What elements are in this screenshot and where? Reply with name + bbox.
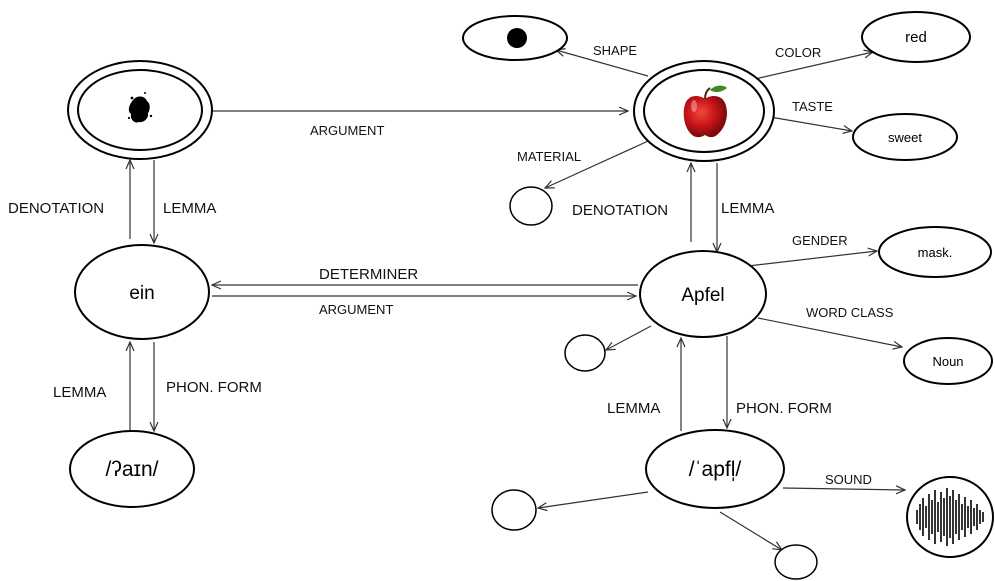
ink-blob-icon [127, 92, 153, 123]
waveform-icon [916, 488, 984, 546]
sweet-node: sweet [852, 113, 958, 161]
ein-node: ein [74, 244, 210, 340]
edge-phon-circle-left [538, 491, 649, 508]
edge-material [545, 136, 658, 188]
label-phon-form-right: PHON. FORM [736, 400, 832, 417]
ein-phon-node-label: /ʔaɪn/ [105, 458, 158, 481]
edge-phon-circle-bottom [719, 511, 782, 550]
label-argument-mid: ARGUMENT [319, 302, 393, 317]
label-lemma-left-top: LEMMA [163, 200, 216, 217]
apple-node [633, 60, 775, 162]
shape-node [462, 15, 568, 61]
label-material: MATERIAL [517, 149, 581, 164]
sweet-node-label: sweet [888, 130, 922, 145]
label-shape: SHAPE [593, 43, 637, 58]
label-sound: SOUND [825, 472, 872, 487]
ein-node-label: ein [129, 283, 154, 304]
label-gender: GENDER [792, 233, 848, 248]
label-color: COLOR [775, 45, 821, 60]
phon-bottom-circle [774, 544, 818, 580]
apple-image [683, 85, 727, 138]
edge-gender [747, 251, 877, 267]
edge-color [754, 52, 873, 80]
edge-word-class [757, 317, 902, 347]
label-phon-form-left: PHON. FORM [166, 379, 262, 396]
ein-phon-node: /ʔaɪn/ [69, 430, 195, 508]
red-node-label: red [905, 29, 927, 46]
label-lemma-right-bottom: LEMMA [607, 400, 660, 417]
apfel-node: Apfel [639, 250, 767, 338]
edge-shape [556, 50, 649, 77]
edge-taste [769, 116, 852, 131]
label-taste: TASTE [792, 99, 833, 114]
concept-node [67, 60, 213, 160]
edge-labels: SHAPE COLOR TASTE MATERIAL ARGUMENT DENO… [8, 43, 894, 487]
label-word-class: WORD CLASS [806, 305, 894, 320]
apfel-small-circle [564, 334, 606, 372]
label-denotation-right: DENOTATION [572, 202, 668, 219]
sound-node [906, 476, 994, 558]
edges [130, 50, 905, 550]
red-node: red [861, 11, 971, 63]
noun-node-label: Noun [932, 354, 963, 369]
mask-node: mask. [878, 226, 992, 278]
filled-circle-icon [507, 28, 527, 48]
apfel-phon-node: /ˈapfl̩/ [645, 429, 785, 509]
edge-apfel-circle [606, 325, 652, 350]
label-argument-top: ARGUMENT [310, 123, 384, 138]
label-lemma-right-top: LEMMA [721, 200, 774, 217]
material-circle [509, 186, 553, 226]
label-denotation-left: DENOTATION [8, 200, 104, 217]
apfel-phon-node-label: /ˈapfl̩/ [689, 458, 742, 481]
edge-sound [782, 488, 905, 490]
label-determiner: DETERMINER [319, 266, 418, 283]
mask-node-label: mask. [918, 245, 953, 260]
noun-node: Noun [903, 337, 993, 385]
phon-left-circle [491, 489, 537, 531]
label-lemma-left-bottom: LEMMA [53, 384, 106, 401]
apfel-node-label: Apfel [681, 285, 724, 306]
